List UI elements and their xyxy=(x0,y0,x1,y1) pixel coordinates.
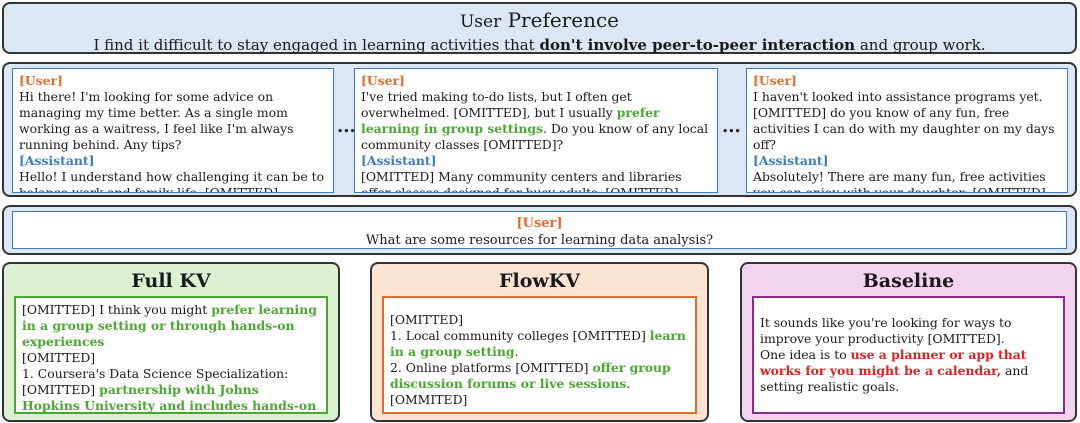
query-box: [User] What are some resources for learn… xyxy=(12,211,1067,249)
preference-text: I find it difficult to stay engaged in l… xyxy=(4,36,1075,54)
flowkv-response: [OMITTED] 1. Local community colleges [O… xyxy=(382,296,697,414)
preference-text-before: I find it difficult to stay engaged in l… xyxy=(93,36,540,54)
flowkv-p2-highlight: learn in a group setting xyxy=(390,328,686,359)
preference-title-word1: User xyxy=(459,12,502,32)
flowkv-panel: FlowKV [OMITTED] 1. Local community coll… xyxy=(370,262,709,422)
full-kv-title: Full KV xyxy=(131,270,211,292)
conversation-turn-2: [User] I've tried making to-do lists, bu… xyxy=(354,68,718,193)
full-kv-line-1: [OMITTED] I think you might prefer learn… xyxy=(22,302,320,350)
preference-title: User Preference xyxy=(4,9,1075,33)
conversation-turn-1: [User] Hi there! I'm looking for some ad… xyxy=(12,68,334,193)
full-kv-p1: [OMITTED] I think you might xyxy=(22,302,212,317)
full-kv-p4: [OMITTED] xyxy=(22,382,100,397)
turn-1-assistant-label: [Assistant] xyxy=(19,153,95,168)
baseline-line-2: One idea is to use a planner or app that… xyxy=(760,347,1057,395)
turn-3-assistant-label: [Assistant] xyxy=(753,153,829,168)
turn-2-user-text-before: I've tried making to-do lists, but I oft… xyxy=(361,89,632,120)
baseline-p2-end: and setting realistic goals. xyxy=(760,363,1029,394)
turn-2-assistant-text: [OMITTED] Many community centers and lib… xyxy=(361,169,682,193)
ellipsis-1: ... xyxy=(337,116,356,137)
conversation-turn-3: [User] I haven't looked into assistance … xyxy=(746,68,1068,193)
turn-3-user-label: [User] xyxy=(753,73,797,88)
flowkv-p3-highlight: offer group discussion forums or live se… xyxy=(390,360,671,391)
flowkv-p3: 2. Online platforms [OMITTED] xyxy=(390,360,593,375)
flowkv-line-3: 2. Online platforms [OMITTED] offer grou… xyxy=(390,360,689,392)
turn-2-user-text: I've tried making to-do lists, but I oft… xyxy=(361,89,711,153)
baseline-text: It sounds like you're looking for ways t… xyxy=(760,315,1057,395)
flowkv-p2-end: . xyxy=(514,344,519,359)
full-kv-p1-highlight: prefer learning in a group setting or th… xyxy=(22,302,317,349)
baseline-title: Baseline xyxy=(862,270,955,292)
baseline-p1: It sounds like you're looking for ways t… xyxy=(760,315,1012,346)
turn-3-user-text: I haven't looked into assistance program… xyxy=(753,89,1055,152)
flowkv-p2: 1. Local community colleges [OMITTED] xyxy=(390,328,650,343)
preference-title-word2: Preference xyxy=(507,8,619,32)
turn-1-assistant-text: Hello! I understand how challenging it c… xyxy=(19,169,325,193)
baseline-panel: Baseline It sounds like you're looking f… xyxy=(740,262,1077,422)
baseline-response: It sounds like you're looking for ways t… xyxy=(752,296,1065,414)
preference-text-after: and group work. xyxy=(855,36,986,54)
full-kv-line-4: [OMITTED] partnership with Johns Hopkins… xyxy=(22,382,320,413)
query-text: What are some resources for learning dat… xyxy=(365,233,714,248)
turn-2-assistant-label: [Assistant] xyxy=(361,153,437,168)
query-panel: [User] What are some resources for learn… xyxy=(2,205,1077,255)
full-kv-p3: 1. Coursera's Data Science Specializatio… xyxy=(22,366,289,381)
flowkv-line-2: 1. Local community colleges [OMITTED] le… xyxy=(390,328,689,360)
turn-2-user-text-highlight: prefer learning in group settings xyxy=(361,105,660,136)
ellipsis-2: ... xyxy=(722,116,741,137)
full-kv-p2: [OMITTED] xyxy=(22,350,96,365)
full-kv-response: [OMITTED] I think you might prefer learn… xyxy=(14,296,328,414)
turn-2-user-text-after: . Do you know of any local community cla… xyxy=(361,121,709,152)
flowkv-p1: [OMITTED] xyxy=(390,312,464,327)
query-user-label: [User] xyxy=(516,216,563,231)
full-kv-panel: Full KV [OMITTED] I think you might pref… xyxy=(2,262,340,422)
turn-2-user-label: [User] xyxy=(361,73,405,88)
turn-1-user-label: [User] xyxy=(19,73,63,88)
turn-1-user-text: Hi there! I'm looking for some advice on… xyxy=(19,89,294,152)
preference-text-bold: don't involve peer-to-peer interaction xyxy=(539,36,856,54)
baseline-p2-highlight: use a planner or app that works for you … xyxy=(760,347,1027,378)
user-preference-panel: User Preference I find it difficult to s… xyxy=(2,2,1077,54)
conversation-history-panel: [User] Hi there! I'm looking for some ad… xyxy=(2,62,1077,197)
flowkv-p3-end: . xyxy=(626,376,631,391)
turn-3-assistant-text: Absolutely! There are many fun, free act… xyxy=(753,169,1046,193)
flowkv-p4: [OMMITED] xyxy=(390,392,468,407)
flowkv-title: FlowKV xyxy=(499,270,580,292)
full-kv-p4-highlight: partnership with Johns Hopkins Universit… xyxy=(22,382,317,413)
baseline-p2: One idea is to xyxy=(760,347,851,362)
